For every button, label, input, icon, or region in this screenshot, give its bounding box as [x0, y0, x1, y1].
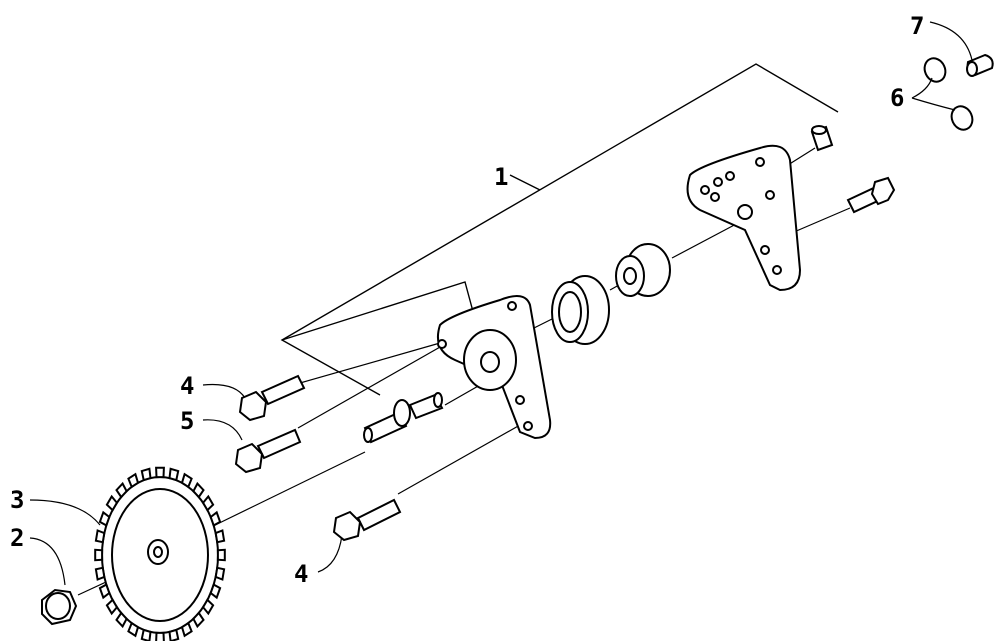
sprocket-tooth — [127, 621, 140, 638]
outer-rotor-ring — [551, 275, 610, 345]
bolt-right — [846, 176, 896, 214]
small-pin — [810, 125, 834, 152]
flange-nut-2 — [41, 588, 78, 626]
callout-3: 3 — [10, 486, 24, 514]
sprocket-tooth — [214, 529, 226, 544]
sprocket-tooth — [127, 472, 140, 489]
callout-7: 7 — [910, 12, 924, 40]
sprocket-tooth — [168, 628, 180, 641]
sprocket-tooth — [216, 548, 226, 562]
sprocket-tooth — [94, 548, 104, 562]
sprocket-tooth — [94, 529, 106, 544]
callout-4-lower: 4 — [294, 560, 308, 588]
dowel-pin-7 — [966, 53, 994, 77]
sprocket-tooth — [168, 467, 180, 482]
o-ring-6a — [923, 57, 947, 83]
drive-sprocket-3 — [94, 466, 226, 641]
sprocket-tooth — [105, 494, 119, 512]
sprocket-tooth — [209, 583, 222, 600]
o-ring-6b — [950, 105, 974, 131]
sprocket-tooth — [201, 598, 215, 616]
sprocket-tooth — [192, 611, 205, 629]
pump-body-plate-left — [436, 295, 552, 440]
sprocket-tooth — [98, 510, 111, 527]
sprocket-tooth — [192, 481, 205, 499]
inner-rotor-gear — [615, 243, 671, 297]
bolt-5 — [234, 428, 302, 474]
drive-shaft — [363, 392, 444, 444]
callout-5: 5 — [180, 407, 194, 435]
callout-leaders — [29, 21, 973, 586]
bolt-4-lower — [332, 498, 402, 542]
sprocket-tooth — [201, 494, 215, 512]
pump-cover-plate-right — [686, 144, 802, 292]
callout-4-upper: 4 — [180, 372, 194, 400]
sprocket-tooth — [105, 598, 119, 616]
sprocket-tooth — [140, 467, 152, 482]
sprocket-tooth — [180, 472, 193, 489]
sprocket-tooth — [140, 628, 152, 641]
sprocket-tooth — [115, 481, 128, 499]
callout-6: 6 — [890, 84, 904, 112]
sprocket-tooth — [155, 631, 165, 641]
sprocket-tooth — [214, 566, 226, 581]
sprocket-tooth — [180, 621, 193, 638]
sprocket-tooth — [115, 611, 128, 629]
callout-1: 1 — [494, 163, 508, 191]
bolt-4-upper — [238, 374, 306, 422]
sprocket-tooth — [98, 583, 111, 600]
sprocket-tooth — [209, 510, 222, 527]
sprocket-tooth — [155, 466, 165, 479]
sprocket-tooth — [94, 566, 106, 581]
callout-2: 2 — [10, 524, 24, 552]
